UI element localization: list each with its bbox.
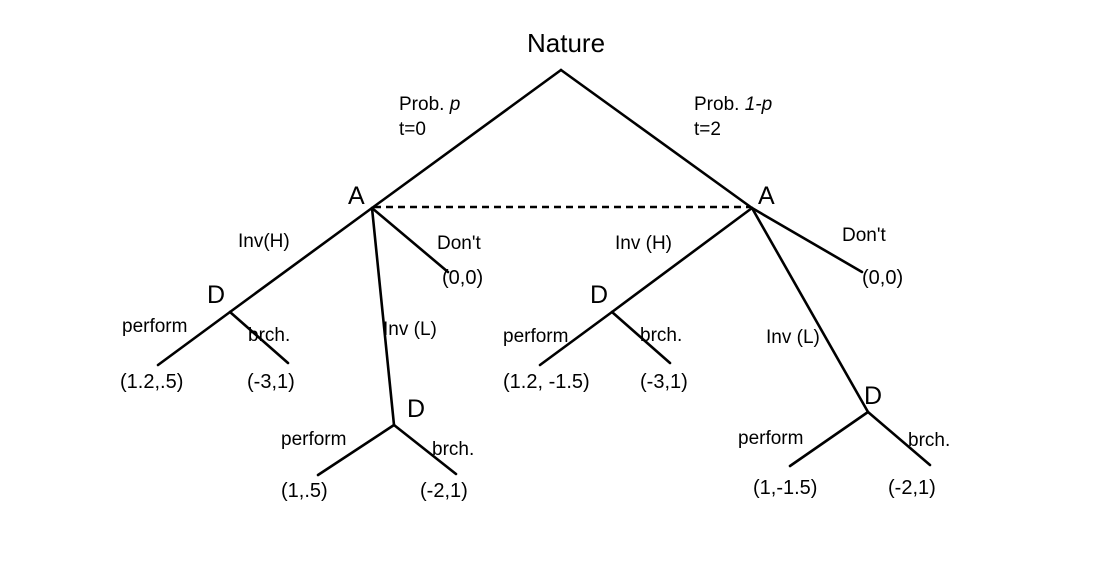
edge-label-perform-d-right-top: perform: [503, 326, 569, 347]
edge-d-left-top-perform: [156, 310, 232, 367]
edge-nature-to-a-left: [370, 68, 563, 210]
edge-a-right-dont: [750, 206, 864, 274]
prob-right-time: t=2: [694, 119, 721, 140]
edge-a-left-inv-l: [370, 206, 396, 427]
payoff-left-d-top-perform: (1.2,.5): [120, 371, 184, 393]
node-label-a-left: A: [348, 182, 365, 210]
edge-label-branch-d-right-top: brch.: [640, 325, 683, 346]
prob-left-prefix: Prob.: [399, 94, 450, 115]
node-label-d-right-top: D: [590, 281, 609, 309]
payoff-left-d-bottom-perform: (1,.5): [281, 480, 328, 502]
node-label-nature: Nature: [527, 28, 606, 58]
edge-a-right-inv-l: [750, 206, 870, 414]
node-label-d-left-bottom: D: [407, 395, 426, 423]
payoff-right-d-top-perform: (1.2, -1.5): [503, 371, 590, 393]
payoff-right-dont: (0,0): [862, 267, 904, 289]
node-label-d-left-top: D: [207, 281, 226, 309]
edge-d-right-bottom-branch: [866, 410, 932, 467]
payoff-left-d-bottom-branch: (-2,1): [420, 480, 468, 502]
node-label-a-right: A: [758, 182, 775, 210]
edge-label-inv-l-left: Inv (L): [383, 319, 437, 340]
edge-label-perform-d-left-top: perform: [122, 316, 188, 337]
edge-d-right-top-branch: [610, 310, 672, 365]
edge-d-left-bottom-branch: [392, 423, 458, 476]
edge-d-left-bottom-perform: [316, 423, 396, 477]
node-label-d-right-bottom: D: [864, 382, 883, 410]
payoff-right-d-bottom-branch: (-2,1): [888, 477, 936, 499]
prob-left-time: t=0: [399, 119, 426, 140]
edge-d-right-top-perform: [538, 310, 614, 367]
edge-label-branch-d-right-bottom: brch.: [908, 430, 951, 451]
edge-label-dont-right: Don't: [842, 225, 886, 246]
prob-right-variable: 1-p: [744, 94, 773, 115]
payoff-right-d-top-branch: (-3,1): [640, 371, 688, 393]
edge-label-dont-left: Don't: [437, 233, 481, 254]
edge-label-inv-h-left: Inv(H): [238, 231, 290, 252]
payoff-left-dont: (0,0): [442, 267, 484, 289]
edge-label-inv-l-right: Inv (L): [766, 327, 820, 348]
prob-left-variable: p: [449, 94, 461, 115]
edge-a-left-inv-h: [228, 206, 374, 314]
edge-label-perform-d-left-bottom: perform: [281, 429, 347, 450]
edge-label-perform-d-right-bottom: perform: [738, 428, 804, 449]
edge-d-left-top-branch: [228, 310, 290, 365]
prob-right-prefix: Prob.: [694, 94, 745, 115]
edge-label-branch-d-left-bottom: brch.: [432, 439, 475, 460]
edge-label-inv-h-right: Inv (H): [615, 233, 672, 254]
edge-nature-to-a-right: [559, 68, 754, 210]
payoff-right-d-bottom-perform: (1,-1.5): [753, 477, 818, 499]
payoff-left-d-top-branch: (-3,1): [247, 371, 295, 393]
edge-label-branch-d-left-top: brch.: [248, 325, 291, 346]
edge-a-left-dont: [370, 206, 450, 274]
edge-a-right-inv-h: [610, 206, 754, 314]
edge-d-right-bottom-perform: [788, 410, 870, 468]
probability-label-left: Prob. p t=0: [399, 95, 460, 139]
probability-label-right: Prob. 1-p t=2: [694, 95, 772, 139]
